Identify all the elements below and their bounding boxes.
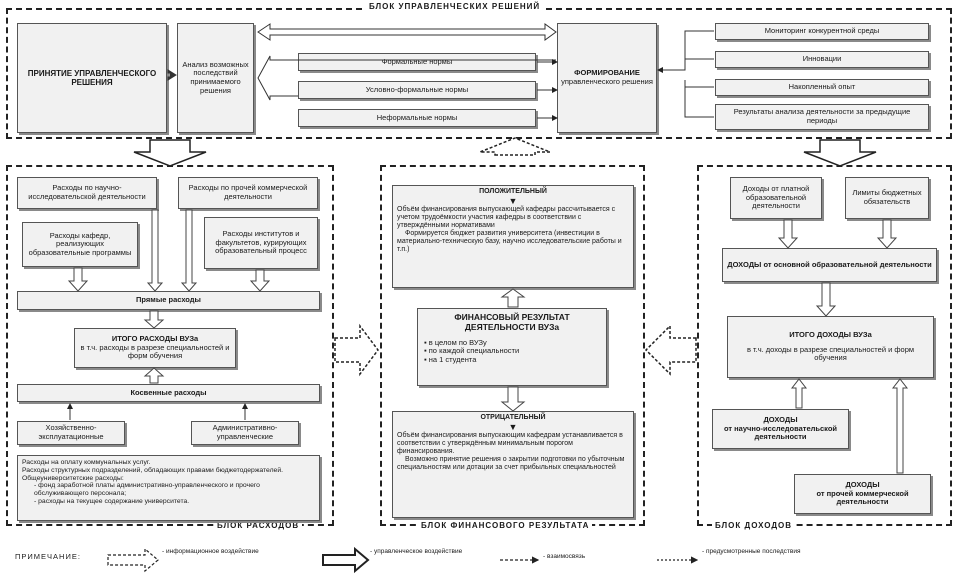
paid-education-income-box: Доходы от платной образовательной деятел…	[730, 177, 822, 219]
result-item-1: ▪ в целом по ВУЗу	[424, 337, 487, 347]
negative-text-1: Объём финансирования выпускающим кафедра…	[397, 432, 623, 456]
negative-result-box: ОТРИЦАТЕЛЬНЫЙ ▼ Объём финансирования вып…	[392, 411, 634, 518]
result-item-3-label: на 1 студента	[428, 354, 477, 364]
decision-making-box: ПРИНЯТИЕ УПРАВЛЕНЧЕСКОГО РЕШЕНИЯ	[17, 23, 167, 133]
commercial-income-title: ДОХОДЫ	[845, 480, 880, 490]
main-income-label: ДОХОДЫ от основной образовательной деяте…	[727, 259, 932, 269]
expenses-block-title: БЛОК РАСХОДОВ	[214, 521, 303, 530]
total-expenses-title: ИТОГО РАСХОДЫ ВУЗа	[111, 334, 199, 344]
input-experience-box: Накопленный опыт	[715, 79, 929, 96]
total-expenses-subtitle: в т.ч. расходы в разрезе специальностей …	[80, 342, 230, 361]
research-income-box: ДОХОДЫ от научно-исследовательской деяте…	[712, 409, 849, 449]
financial-block-title: БЛОК ФИНАНСОВОГО РЕЗУЛЬТАТА	[418, 521, 593, 530]
legend-information-label: - информационное воздействие	[162, 548, 259, 555]
legend-management-arrow	[322, 546, 370, 574]
positive-text-2: Формируется бюджет развития университета…	[397, 230, 622, 254]
legend-management-label: - управленческое воздействие	[370, 548, 463, 555]
commercial-income-box: ДОХОДЫ от прочей коммерческой деятельнос…	[794, 474, 931, 514]
note-salary: - фонд заработной платы административно-…	[34, 482, 260, 498]
departments-expenses-box: Расходы кафедр, реализующих образователь…	[22, 222, 138, 267]
arrow-down-icon: ▼	[508, 196, 518, 207]
input-monitoring-box: Мониторинг конкурентной среды	[715, 23, 929, 40]
legend-information-arrow	[107, 547, 159, 573]
financial-result-box: ФИНАНСОВЫЙ РЕЗУЛЬТАТ ДЕЯТЕЛЬНОСТИ ВУЗа ▪…	[417, 308, 607, 386]
main-education-income-box: ДОХОДЫ от основной образовательной деяте…	[722, 248, 937, 282]
input-analysis-results-box: Результаты анализа деятельности за преды…	[715, 104, 929, 130]
result-title: ФИНАНСОВЫЙ РЕЗУЛЬТАТ ДЕЯТЕЛЬНОСТИ ВУЗа	[454, 312, 570, 332]
legend-relation-label: - взаимосвязь	[543, 553, 586, 560]
result-item-1-label: в целом по ВУЗу	[428, 337, 487, 347]
positive-result-box: ПОЛОЖИТЕЛЬНЫЙ ▼ Объём финансирования вып…	[392, 185, 634, 288]
total-income-title: ИТОГО ДОХОДЫ ВУЗа	[789, 330, 872, 340]
income-to-result-arrow	[644, 324, 697, 376]
direct-expenses-box: Прямые расходы	[17, 291, 320, 310]
budget-limits-box: Лимиты бюджетных обязательств	[845, 177, 929, 219]
note-general: Общеуниверситетские расходы:	[22, 474, 124, 482]
commercial-income-subtitle: от прочей коммерческой деятельности	[816, 488, 909, 507]
note-maintenance: - расходы на текущее содержание универси…	[34, 498, 190, 506]
result-item-2: ▪ по каждой специальности	[424, 346, 520, 356]
income-block-title: БЛОК ДОХОДОВ	[712, 521, 796, 530]
expenses-to-result-arrow	[334, 323, 379, 377]
total-income-box: ИТОГО ДОХОДЫ ВУЗа в т.ч. доходы в разрез…	[727, 316, 934, 378]
institutes-expenses-box: Расходы институтов и факультетов, куриру…	[204, 217, 318, 269]
forming-title: ФОРМИРОВАНИЕ	[574, 68, 640, 78]
formal-norms-box: Формальные нормы	[298, 53, 536, 71]
note-structural: Расходы структурных подразделений, облад…	[22, 466, 284, 474]
negative-text-2: Возможно принятие решения о закрытии под…	[397, 456, 625, 472]
research-expenses-box: Расходы по научно-исследовательской деят…	[17, 177, 157, 209]
top-to-expenses-arrow	[133, 139, 207, 167]
result-item-2-label: по каждой специальности	[428, 346, 520, 356]
positive-title: ПОЛОЖИТЕЛЬНЫЙ	[479, 188, 547, 195]
management-block-title: БЛОК УПРАВЛЕНЧЕСКИХ РЕШЕНИЙ	[366, 2, 544, 11]
arrow-down-icon: ▼	[508, 422, 518, 433]
note-utilities: Расходы на оплату коммунальных услуг.	[22, 459, 151, 466]
input-innovations-box: Инновации	[715, 51, 929, 68]
total-income-subtitle: в т.ч. доходы в разрезе специальностей и…	[746, 344, 915, 363]
economic-expenses-box: Хозяйственно-эксплуатационные	[17, 421, 125, 445]
result-item-3: ▪ на 1 студента	[424, 354, 477, 364]
negative-title: ОТРИЦАТЕЛЬНЫЙ	[480, 414, 546, 421]
legend-note-label: ПРИМЕЧАНИЕ:	[15, 552, 81, 561]
forming-decision-box: ФОРМИРОВАНИЕ управленческого решения	[557, 23, 657, 133]
indirect-expenses-box: Косвенные расходы	[17, 384, 320, 402]
legend-consequences-label: - предусмотренные последствия	[702, 548, 801, 555]
semi-formal-norms-box: Условно-формальные нормы	[298, 81, 536, 99]
income-to-top-arrow	[803, 139, 877, 167]
expense-notes-box: Расходы на оплату коммунальных услуг. Ра…	[17, 455, 320, 521]
research-income-title: ДОХОДЫ	[763, 415, 798, 425]
modeling-label: моделирование	[382, 30, 423, 36]
informal-norms-box: Неформальные нормы	[298, 109, 536, 127]
commercial-expenses-box: Расходы по прочей коммерческой деятельно…	[178, 177, 318, 209]
research-income-subtitle: от научно-исследовательской деятельности	[723, 423, 838, 442]
total-expenses-box: ИТОГО РАСХОДЫ ВУЗа в т.ч. расходы в разр…	[74, 328, 236, 368]
consequences-analysis-box: Анализ возможных последствий принимаемог…	[177, 23, 254, 133]
administrative-expenses-box: Административно-управленческие	[191, 421, 299, 445]
positive-text-1: Объём финансирования выпускающей кафедры…	[397, 206, 616, 230]
forming-subtitle: управленческого решения	[561, 77, 653, 86]
result-to-top-arrow	[479, 137, 551, 156]
